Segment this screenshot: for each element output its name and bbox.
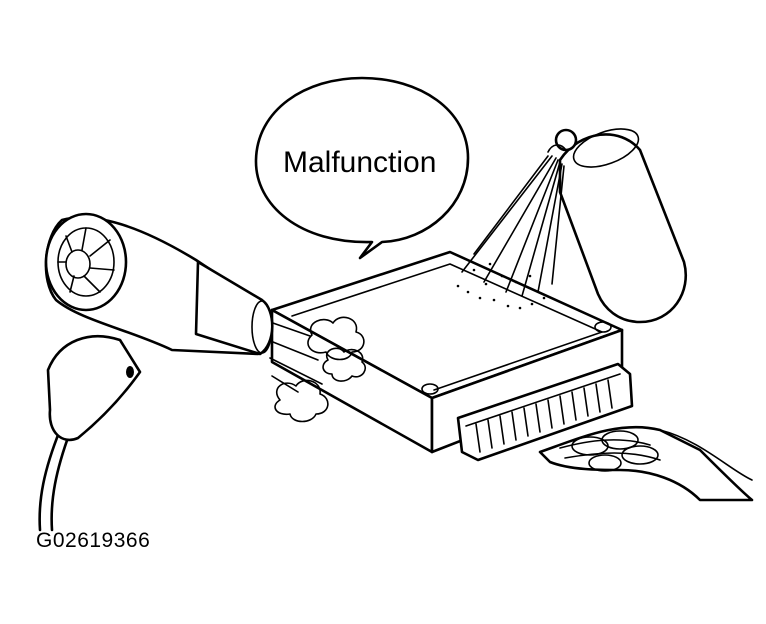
- ecu-box: [270, 250, 634, 462]
- speech-bubble: Malfunction: [254, 76, 470, 260]
- spray-can-icon: [456, 128, 687, 324]
- wire-harness-connector: [538, 425, 754, 502]
- hot-air-puffs: [267, 316, 367, 423]
- hair-dryer-icon: [38, 212, 274, 532]
- figure-code: G02619366: [36, 529, 151, 552]
- callout-text: Malfunction: [283, 146, 436, 179]
